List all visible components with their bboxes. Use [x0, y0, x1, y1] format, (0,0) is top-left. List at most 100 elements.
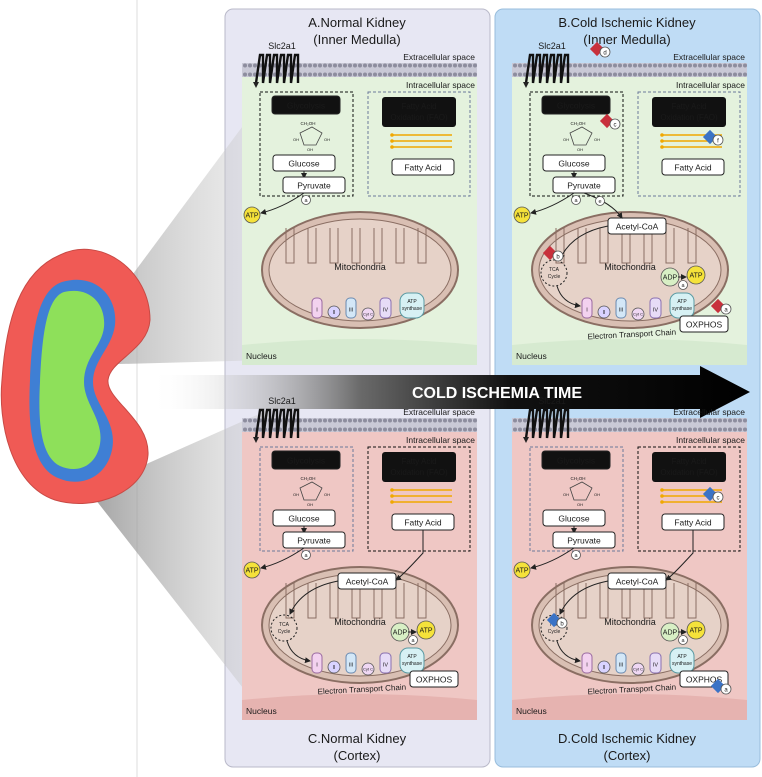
membrane-lipid-head: [343, 418, 347, 423]
membrane-lipid-head: [683, 418, 687, 423]
membrane-lipid-head: [458, 63, 462, 68]
membrane-lipid-head: [648, 418, 652, 423]
membrane-lipid-head: [428, 427, 432, 432]
glycolysis-atp: [243, 561, 261, 579]
fao-region: [367, 91, 471, 197]
membrane-lipid-head: [598, 427, 602, 432]
marker-e: [595, 196, 605, 206]
membrane-lipid-head: [373, 427, 377, 432]
membrane-lipid-head: [578, 418, 582, 423]
membrane-lipid-head: [723, 63, 727, 68]
membrane-lipid-head: [598, 63, 602, 68]
membrane-lipid-head: [703, 427, 707, 432]
membrane-lipid-head: [698, 418, 702, 423]
nucleus-region: [242, 339, 477, 365]
membrane-lipid-head: [688, 427, 692, 432]
membrane-lipid-head: [703, 418, 707, 423]
membrane-lipid-head: [518, 418, 522, 423]
membrane-lipid-head: [698, 427, 702, 432]
ch2oh-label: CH₂OH: [301, 121, 316, 126]
membrane-lipid-head: [468, 72, 472, 77]
tca-to-etc-arrow: [556, 285, 581, 309]
marker-a-oxphos-letter-label: a: [724, 687, 728, 693]
fatty-acid-head: [660, 139, 664, 143]
complex-ii-label: II: [603, 665, 606, 671]
oh-label-3: OH: [577, 502, 583, 507]
membrane-lipid-head: [663, 63, 667, 68]
complex-iii-label: III: [619, 663, 624, 669]
fao-label-line1: Fatty Acid: [401, 457, 436, 466]
mitochondrion-crista: [395, 583, 405, 619]
membrane-lipid-head: [398, 427, 402, 432]
cyt-c-label: Cyt C: [633, 312, 643, 317]
marker-f-letter: [712, 134, 724, 146]
nucleus-label: Nucleus: [516, 706, 547, 716]
membrane-lipid-head: [313, 427, 317, 432]
membrane-lipid-head: [423, 72, 427, 77]
complex-i: [581, 652, 593, 674]
membrane-lipid-head: [448, 72, 452, 77]
glycolysis-region: [529, 91, 624, 197]
membrane-lipid-head: [333, 72, 337, 77]
membrane-lipid-head: [403, 418, 407, 423]
membrane-lipid-head: [708, 63, 712, 68]
marker-a-glycolysis: [571, 195, 581, 205]
marker-d-letter: [599, 46, 611, 58]
oh-label-1: OH: [293, 492, 299, 497]
membrane-lipid-head: [333, 427, 337, 432]
membrane-lipid-head: [398, 63, 402, 68]
membrane-lipid-head: [733, 63, 737, 68]
oh-label-1: OH: [563, 137, 569, 142]
marker-a-oxphos-letter-label: a: [724, 307, 728, 313]
slc2a1-transporter: [254, 408, 300, 439]
membrane-lipid-head: [403, 427, 407, 432]
membrane-lipid-head: [328, 418, 332, 423]
complex-ii: [327, 305, 341, 319]
glucose-ring: [569, 481, 593, 501]
fatty-acid-head: [390, 139, 394, 143]
pyruvate-to-atp-arrow: [530, 547, 575, 570]
membrane-lipid-head: [443, 427, 447, 432]
intracellular-space-label: Intracellular space: [676, 80, 745, 90]
membrane-lipid-head: [398, 72, 402, 77]
complex-ii-label: II: [333, 665, 336, 671]
membrane-lipid-head: [253, 418, 257, 423]
slc2a1-transporter: [254, 53, 300, 84]
extracellular-space-label: Extracellular space: [673, 407, 745, 417]
mitochondrion-crista: [687, 583, 697, 619]
mitochondrion-crista: [687, 228, 697, 264]
membrane-lipid-head: [593, 418, 597, 423]
marker-f-letter-label: f: [717, 138, 719, 144]
membrane-lipid-head: [463, 72, 467, 77]
membrane-lipid-head: [453, 427, 457, 432]
membrane-lipid-head: [723, 418, 727, 423]
membrane-lipid-head: [618, 418, 622, 423]
nucleus-region: [512, 694, 747, 720]
membrane-lipid-head: [453, 418, 457, 423]
membrane-lipid-head: [408, 63, 412, 68]
membrane-lipid-head: [438, 427, 442, 432]
oxphos-atp-label: ATP: [689, 273, 702, 280]
complex-i-label: I: [316, 663, 318, 669]
cyt-c: [631, 307, 645, 321]
cortex-projection-wedge: [88, 410, 268, 720]
membrane-lipid-head: [743, 72, 747, 77]
membrane-lipid-head: [583, 63, 587, 68]
membrane-lipid-head: [448, 63, 452, 68]
membrane-lipid-head: [448, 418, 452, 423]
complex-i: [581, 297, 593, 319]
membrane-lipid-head: [448, 427, 452, 432]
complex-iv-label: IV: [653, 308, 659, 314]
membrane-lipid-head: [373, 418, 377, 423]
membrane-lipid-head: [348, 63, 352, 68]
membrane-lipid-head: [563, 427, 567, 432]
membrane-lipid-head: [673, 427, 677, 432]
slc2a1-label: Slc2a1: [538, 396, 566, 406]
mitochondrion-crista: [577, 583, 587, 619]
marker-a-glycolysis-label: a: [304, 198, 308, 204]
membrane-lipid-head: [738, 427, 742, 432]
membrane-lipid-head: [638, 63, 642, 68]
